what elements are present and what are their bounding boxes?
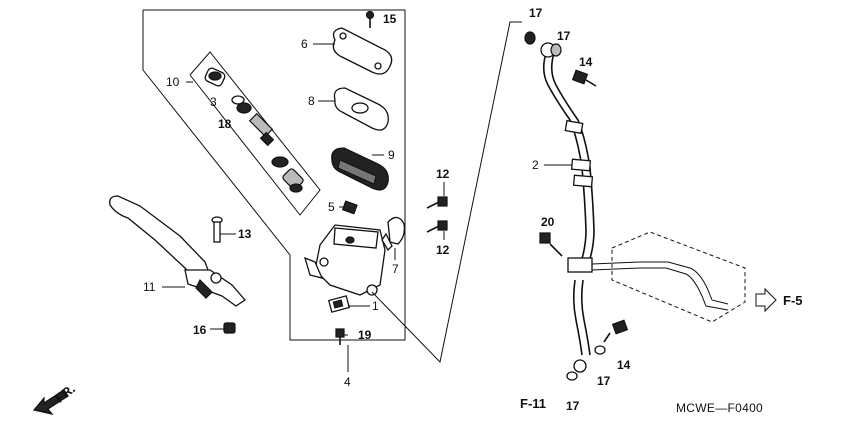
callout-17-bottom-right: 17	[597, 374, 611, 388]
brake-lever	[109, 195, 246, 307]
screw-19	[335, 328, 345, 345]
piston	[248, 112, 275, 147]
diagram-code: MCWE—F0400	[676, 401, 763, 415]
washer-17-top	[524, 31, 536, 45]
callout-12-upper: 12	[436, 167, 450, 181]
banjo-bolt-upper	[571, 69, 597, 87]
reservoir-cover	[332, 27, 393, 75]
washer-17-lower-left	[566, 371, 578, 381]
callout-2: 2	[532, 158, 539, 172]
reservoir-plate	[333, 87, 389, 131]
pivot-bolt	[211, 216, 223, 243]
f5-arrow	[755, 287, 777, 313]
callout-7: 7	[392, 262, 399, 276]
callout-17-bottom-left: 17	[566, 399, 580, 413]
circlip-18	[231, 95, 252, 114]
callout-17-top-right: 17	[557, 29, 571, 43]
pivot-nut	[223, 322, 236, 334]
callout-10: 10	[166, 75, 180, 89]
ref-f11: F-11	[520, 396, 546, 411]
callout-3: 3	[210, 95, 217, 109]
ref-f5: F-5	[783, 293, 803, 308]
brake-hose	[540, 42, 595, 373]
pipe-outline	[611, 231, 746, 323]
washer-17-lower-right	[594, 345, 606, 355]
piston-kit-outline	[189, 51, 321, 216]
callout-4: 4	[344, 375, 351, 389]
washer-17-upper-right	[550, 43, 562, 57]
brake-switch	[341, 200, 358, 215]
diaphragm	[331, 147, 389, 191]
callout-14-lower: 14	[617, 358, 631, 372]
callout-13: 13	[238, 227, 252, 241]
callout-11: 11	[143, 280, 156, 294]
leader-lines	[162, 43, 572, 372]
brake-pipe	[591, 261, 729, 311]
spring-seal	[271, 156, 304, 193]
master-cylinder-body	[303, 224, 386, 296]
callout-19: 19	[358, 328, 372, 342]
callout-9: 9	[388, 148, 395, 162]
callout-16: 16	[193, 323, 207, 337]
cover-screw	[365, 10, 375, 28]
mounting-bolt-lower	[426, 220, 448, 233]
callout-14-upper: 14	[579, 55, 593, 69]
callout-6: 6	[301, 37, 308, 51]
callout-18: 18	[218, 117, 232, 131]
connection-leader	[371, 21, 522, 364]
callout-12-lower: 12	[436, 243, 450, 257]
master-cylinder-assembly-outline	[142, 9, 406, 341]
callout-15: 15	[383, 12, 397, 26]
callout-8: 8	[308, 94, 315, 108]
holder	[381, 216, 406, 252]
holder-bracket	[327, 295, 351, 313]
clamp-bolt	[539, 232, 563, 257]
callout-5: 5	[328, 200, 335, 214]
callout-1: 1	[372, 299, 379, 313]
callout-20: 20	[541, 215, 555, 229]
piston-cup	[204, 67, 226, 87]
front-direction-arrow	[32, 389, 69, 415]
mounting-bolt-upper	[426, 196, 448, 209]
banjo-bolt-lower	[603, 319, 629, 343]
callout-17-top-left: 17	[529, 6, 543, 20]
